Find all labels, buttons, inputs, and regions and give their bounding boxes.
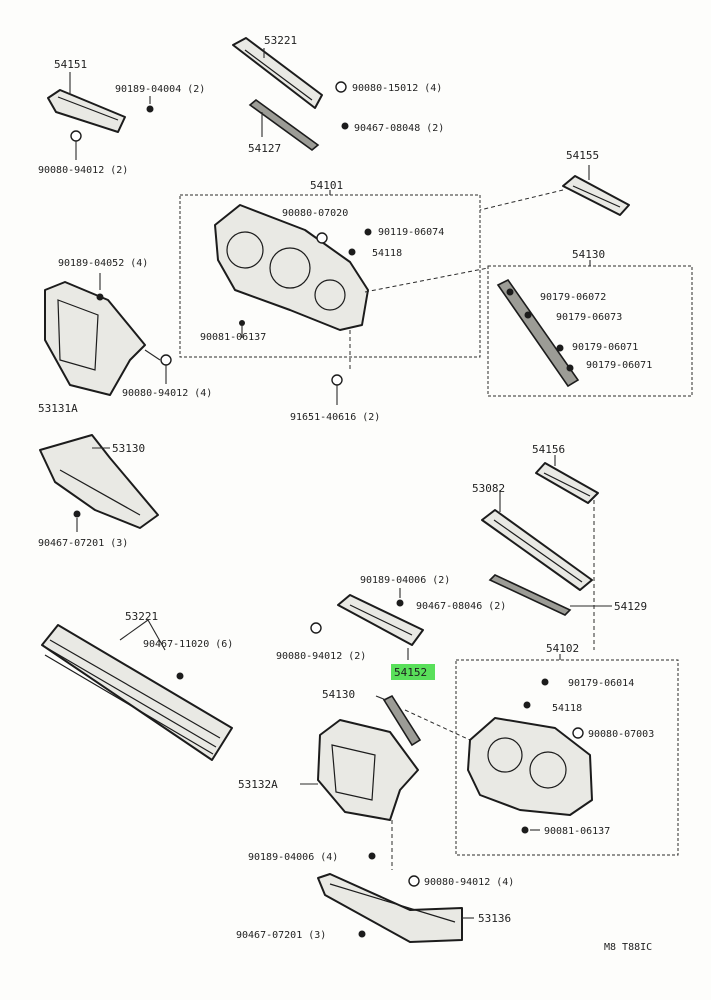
label-90080-g: 90080-94012 (4) <box>424 877 514 888</box>
part-54129-strip <box>488 574 612 616</box>
label-54151: 54151 <box>54 58 87 71</box>
assembly-54130-box <box>364 260 693 397</box>
assembly-54102-box <box>455 654 679 856</box>
label-90119: 90119-06074 <box>378 227 444 238</box>
part-54152-bracket <box>310 588 424 660</box>
part-53082-trim <box>481 490 593 591</box>
label-90467-e: 90467-07201 (3) <box>236 930 326 941</box>
label-90179-b: 90179-06073 <box>556 312 622 323</box>
label-54130-a: 54130 <box>572 248 605 261</box>
part-53131A-bracket <box>44 273 172 396</box>
label-90189-a: 90189-04004 (2) <box>115 84 205 95</box>
label-90179-a: 90179-06072 <box>540 292 606 303</box>
label-90080-e: 90080-94012 (2) <box>276 651 366 662</box>
label-90081: 90081-06137 <box>200 332 266 343</box>
label-90080-f: 90080-07003 <box>588 729 654 740</box>
part-53132A-bracket <box>300 719 419 870</box>
part-53136-lower-cover <box>317 852 474 943</box>
label-54102: 54102 <box>546 642 579 655</box>
label-90179-c: 90179-06071 <box>572 342 638 353</box>
part-53221-grille <box>41 619 233 761</box>
diagram-code: M8 T88IC <box>604 942 652 953</box>
label-54155: 54155 <box>566 149 599 162</box>
label-90467-c: 90467-08046 (2) <box>416 601 506 612</box>
label-54156: 54156 <box>532 443 565 456</box>
label-90189-d: 90189-04006 (4) <box>248 852 338 863</box>
label-54101: 54101 <box>310 179 343 192</box>
label-90179-d: 90179-06071 <box>586 360 652 371</box>
label-53130: 53130 <box>112 442 145 455</box>
part-54156-strip <box>535 455 599 650</box>
label-90081-b: 90081-06137 <box>544 826 610 837</box>
label-90467-a: 90467-08048 (2) <box>354 123 444 134</box>
label-90179-e: 90179-06014 <box>568 678 634 689</box>
label-53082: 53082 <box>472 482 505 495</box>
label-90080-b: 90080-15012 (4) <box>352 83 442 94</box>
label-91651: 91651-40616 (2) <box>290 412 380 423</box>
highlight-54152 <box>391 664 435 680</box>
label-90080-a: 90080-94012 (2) <box>38 165 128 176</box>
label-90080-d: 90080-94012 (4) <box>122 388 212 399</box>
part-53136-cover <box>39 434 159 532</box>
label-90080-c: 90080-07020 <box>282 208 348 219</box>
assembly-54101-box <box>179 190 481 405</box>
label-53136: 53136 <box>478 912 511 925</box>
label-53132A: 53132A <box>238 778 278 791</box>
label-90189-b: 90189-04052 (4) <box>58 258 148 269</box>
part-53221-trim <box>232 37 349 152</box>
part-54155-strip <box>479 165 630 216</box>
part-54151-bracket <box>47 72 154 160</box>
label-53221: 53221 <box>264 34 297 47</box>
label-54118-a: 54118 <box>372 248 402 259</box>
label-53131A: 53131A <box>38 402 78 415</box>
label-54130-b: 54130 <box>322 688 355 701</box>
label-90189-c: 90189-04006 (2) <box>360 575 450 586</box>
label-54118-b: 54118 <box>552 703 582 714</box>
part-54130-adjuster <box>375 694 471 747</box>
label-54127: 54127 <box>248 142 281 155</box>
label-90467-d: 90467-11020 (6) <box>143 639 233 650</box>
label-90467-b: 90467-07201 (3) <box>38 538 128 549</box>
label-54152: 54152 <box>394 666 427 679</box>
label-53221-b: 53221 <box>125 610 158 623</box>
label-54129: 54129 <box>614 600 647 613</box>
